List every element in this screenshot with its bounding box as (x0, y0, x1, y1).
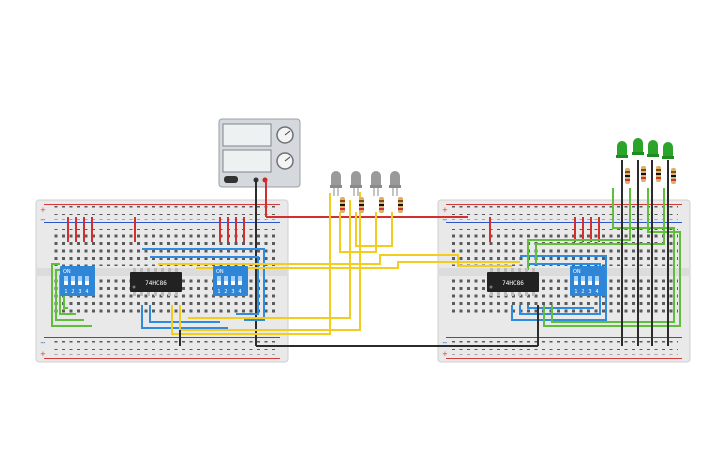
led-icon (370, 171, 382, 196)
dip-pos-label: 4 (238, 289, 241, 295)
resistor-icon (398, 197, 403, 213)
resistor-icon (641, 166, 646, 182)
resistor-icon (625, 168, 630, 184)
dip-switch-right[interactable]: ON 1 2 3 4 (570, 266, 605, 296)
green-leds (616, 138, 676, 184)
wires-right-blue (511, 255, 607, 321)
dip-pos-label: 1 (217, 289, 220, 295)
power-supply-icon (218, 118, 301, 188)
svg-text:−: − (442, 216, 448, 224)
ic-chip-left: 74HC86 (130, 268, 182, 296)
rail-jumpers-left (67, 217, 245, 242)
led-icon (330, 171, 342, 196)
chip-label: 74HC86 (502, 280, 524, 287)
wires-right-black (537, 160, 669, 346)
wires-right-yellow-led (339, 212, 393, 253)
dip-on-label: ON (63, 269, 71, 275)
dip-pos-label: 1 (574, 289, 577, 295)
svg-text:−: − (442, 339, 448, 347)
dip-switch-left-1[interactable]: ON 1 2 3 4 (60, 266, 95, 296)
wires-right-green (527, 188, 681, 327)
dip-pos-label: 2 (224, 289, 227, 295)
svg-text:+: + (442, 350, 448, 358)
chip-label: 74HC86 (145, 280, 167, 287)
svg-text:−: − (40, 216, 46, 224)
dip-pos-label: 4 (595, 289, 598, 295)
resistor-icon (359, 197, 364, 213)
middle-leds (330, 171, 403, 213)
svg-text:+: + (40, 206, 46, 214)
svg-text:+: + (442, 206, 448, 214)
ic-chip-right: 74HC86 (487, 268, 539, 296)
svg-text:+: + (40, 350, 46, 358)
dip-pos-label: 3 (78, 289, 81, 295)
resistor-icon (656, 166, 661, 182)
led-icon (647, 140, 659, 157)
dip-pos-label: 2 (581, 289, 584, 295)
led-icon (389, 171, 401, 196)
led-icon (662, 142, 674, 159)
dip-switch-left-2[interactable]: ON 1 2 3 4 (213, 266, 248, 296)
dip-on-label: ON (573, 269, 581, 275)
dip-pos-label: 3 (588, 289, 591, 295)
led-icon (632, 138, 644, 155)
dip-pos-label: 4 (85, 289, 88, 295)
svg-text:−: − (40, 339, 46, 347)
dip-pos-label: 3 (231, 289, 234, 295)
dip-pos-label: 2 (71, 289, 74, 295)
resistor-icon (671, 168, 676, 184)
led-icon (350, 171, 362, 196)
wires-left-blue (141, 248, 265, 329)
resistor-icon (340, 197, 345, 213)
dip-on-label: ON (216, 269, 224, 275)
resistor-icon (379, 197, 384, 213)
wires-left-yellow (158, 192, 520, 335)
led-icon (616, 141, 628, 158)
rail-jumpers-right (489, 217, 600, 242)
dip-pos-label: 1 (64, 289, 67, 295)
